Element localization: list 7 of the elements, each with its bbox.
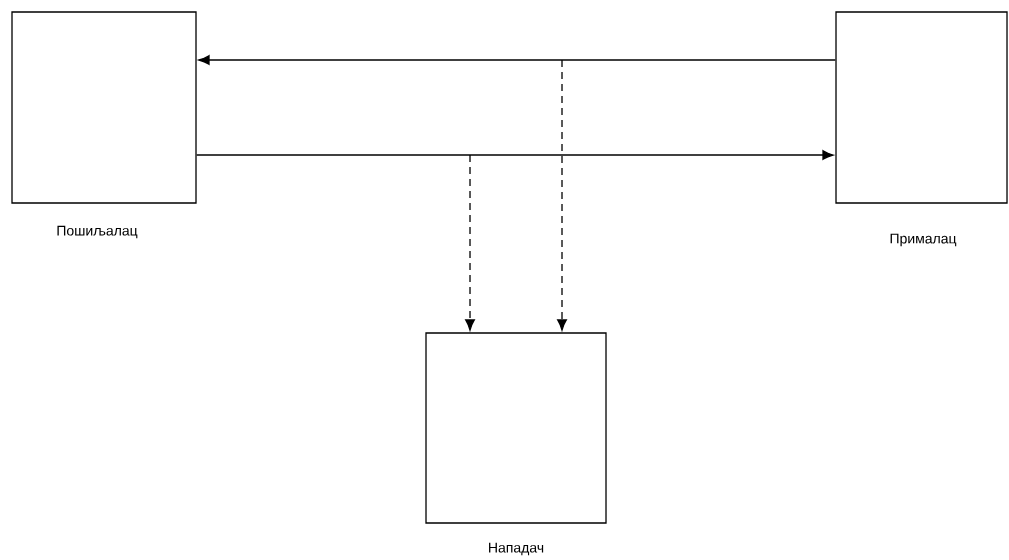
- box-label: Пошиљалац: [57, 225, 138, 239]
- arrow: [557, 59, 567, 331]
- arrow: [198, 55, 836, 65]
- box-label: Нападач: [489, 542, 544, 556]
- arrow: [465, 154, 475, 331]
- box-label: Прималац: [890, 233, 957, 247]
- arrow: [196, 150, 834, 160]
